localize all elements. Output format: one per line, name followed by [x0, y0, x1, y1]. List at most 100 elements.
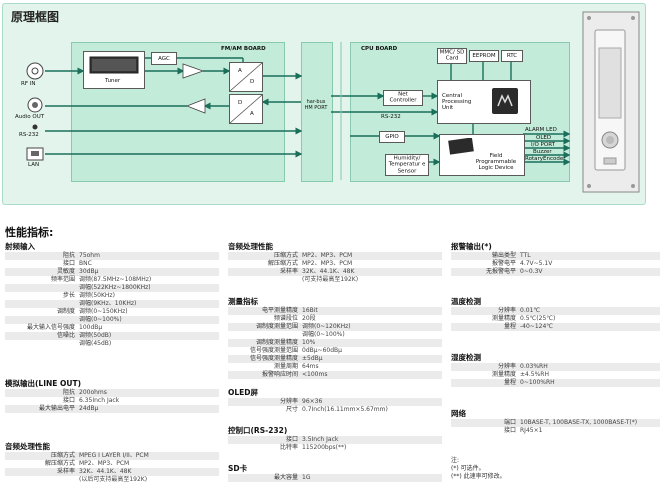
spec-key: 接口	[62, 260, 75, 267]
spec-value: 调频(50KHz)	[79, 292, 115, 299]
spec-key: 采样率	[56, 468, 75, 475]
spec-value: 32K、44.1K、48K	[79, 468, 132, 475]
spec-key: 调制度测量精度	[255, 339, 298, 346]
spec-key: 测量精度	[491, 371, 516, 378]
spec-section-title: 射频输入	[5, 242, 35, 251]
spec-key: 信噪比	[56, 332, 75, 339]
spec-value: 10BASE-T, 100BASE-TX, 1000BASE-T(*)	[520, 419, 638, 426]
spec-value: 0.7Inch(16.11mm×5.67mm)	[302, 406, 388, 413]
spec-key: 测量周期	[273, 363, 298, 370]
spec-value: 0.5℃(25℃)	[520, 315, 556, 322]
spec-value: 调频(50dB)	[79, 332, 112, 339]
spec-key: 频谱段位	[273, 315, 298, 322]
spec-key: 输出类型	[491, 252, 516, 259]
spec-row: 压缩方式 MP2、MP3、PCM	[228, 252, 442, 260]
spec-row: 调制度测量范围调频(0~120KHz)	[228, 323, 442, 331]
rs232-label: RS-232	[19, 132, 39, 138]
specs-title: 性能指标:	[5, 226, 54, 239]
spec-row: 频率范围调频(87.5MHz~108MHz)	[5, 276, 219, 284]
spec-section-title: 测量指标	[228, 297, 258, 306]
spec-value: MPEG I LAYER I/II、PCM	[79, 452, 149, 459]
output-oled: OLED	[536, 135, 552, 141]
spec-row: (可支持最高至192K)	[228, 276, 442, 284]
spec-value: 20段	[302, 315, 316, 322]
spec-section-title: OLED屏	[228, 388, 259, 397]
spec-key: 最大容量	[273, 474, 298, 481]
spec-key: 压缩方式	[273, 252, 298, 259]
spec-note: (**) 此速率可修改。	[451, 473, 506, 480]
connection-lines	[26, 42, 571, 180]
spec-row: 量程-40~124℃	[451, 323, 660, 331]
spec-value: 调幅(0~100%)	[79, 316, 122, 323]
spec-row: 调幅(522KHz~1800KHz)	[5, 284, 219, 292]
block-diagram: 原理框图	[2, 3, 646, 205]
spec-key: 调制度测量范围	[255, 323, 298, 330]
spec-key: 接口	[285, 436, 298, 443]
spec-key: 电平测量精度	[261, 307, 298, 314]
lan-label: LAN	[28, 162, 40, 168]
spec-row: 最大输入信号强度 100dBμ	[5, 324, 219, 332]
net-controller-box: Net Controller	[383, 90, 423, 106]
spec-value: MP2、MP3、PCM	[302, 252, 353, 259]
spec-section-title: 音频处理性能	[5, 442, 50, 451]
spec-value: 32K、44.1K、48K	[302, 268, 355, 275]
spec-key: 报警电平	[491, 260, 516, 267]
spec-value: 100dBμ	[79, 324, 103, 331]
diagram-title: 原理框图	[11, 10, 60, 24]
spec-key: 最大输入信号强度	[26, 324, 75, 331]
spec-value: (以后可支持最高至192K)	[79, 476, 148, 483]
cpu-rs232-label: RS-232	[381, 114, 401, 120]
spec-row: 接口 3.5Inch Jack	[228, 436, 442, 444]
spec-key: 采样率	[279, 268, 298, 275]
spec-row: 调幅(0~100%)	[5, 316, 219, 324]
spec-value: 3.5Inch Jack	[302, 436, 339, 443]
tuner-label: Tuner	[105, 78, 121, 84]
spec-value: 75ohm	[79, 252, 100, 259]
spec-value: MP2、MP3、PCM	[302, 260, 353, 267]
spec-value: 调幅(45dB)	[79, 340, 112, 347]
output-buzzer: Buzzer	[533, 149, 552, 155]
spec-key: 接口	[503, 427, 516, 434]
spec-value: 30dBμ	[79, 268, 99, 275]
spec-value: 0dBμ~60dBμ	[302, 347, 342, 354]
spec-value: RJ45×1	[520, 427, 543, 434]
spec-value: ±4.5%RH	[520, 371, 549, 378]
spec-row: 调幅(0~100%)	[228, 331, 442, 339]
eeprom-box: EEPROM	[469, 50, 499, 62]
spec-key: 端口	[503, 419, 516, 426]
spec-section-title: 模拟输出(LINE OUT)	[5, 379, 82, 388]
spec-key: 阻抗	[62, 389, 75, 396]
cpu-board-label: CPU BOARD	[361, 46, 398, 52]
spec-row: 调制度调频(0~150KHz)	[5, 308, 219, 316]
spec-row: 测量精度 0.5℃(25℃)	[451, 315, 660, 323]
spec-value: 0.01℃	[520, 307, 541, 314]
spec-key: 量程	[503, 323, 516, 330]
spec-value: 4.7V~5.1V	[520, 260, 553, 267]
spec-row: 采样率 32K、44.1K、48K	[5, 468, 219, 476]
spec-row: 接口 RJ45×1	[451, 427, 660, 435]
spec-value: 0~100%RH	[520, 379, 555, 386]
spec-key: 接口	[62, 397, 75, 404]
spec-note: (*) 可选件。	[451, 465, 485, 472]
spec-section-title: SD卡	[228, 464, 248, 473]
spec-key: 测量精度	[491, 315, 516, 322]
spec-section-title: 音频处理性能	[228, 242, 273, 251]
spec-row: 频谱段位 20段	[228, 315, 442, 323]
output-alarm-led: ALARM LED	[525, 127, 557, 133]
spec-note: 注:	[451, 457, 460, 464]
spec-key: 灵敏度	[56, 268, 75, 275]
spec-row: 步长调频(50KHz)	[5, 292, 219, 300]
